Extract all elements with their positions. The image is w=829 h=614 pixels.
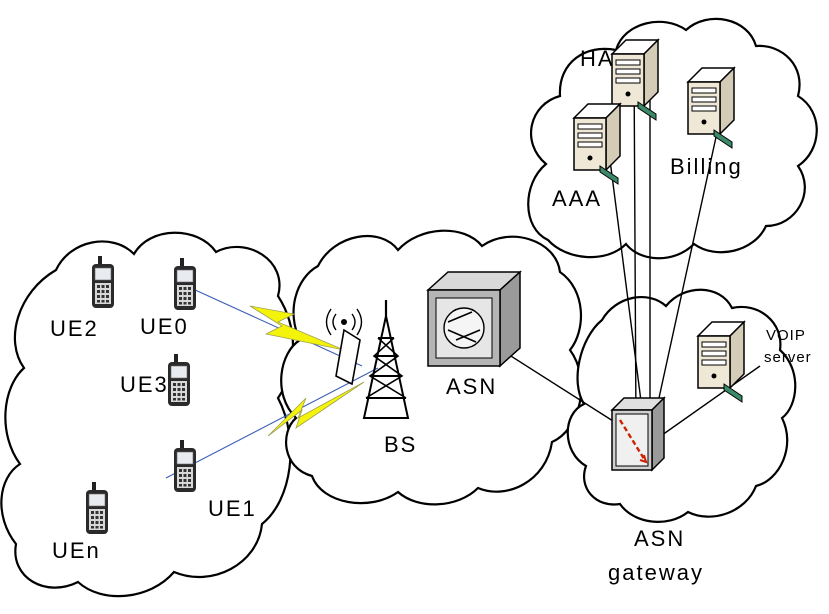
- ue0-label: UE0: [140, 314, 189, 339]
- asn-label: ASN: [446, 374, 497, 399]
- billing-label: Billing: [670, 154, 743, 179]
- bs-label: BS: [384, 432, 417, 457]
- base-station-cloud: [280, 229, 583, 506]
- radio-line-ue1: [165, 367, 379, 479]
- ue2-label: UE2: [50, 316, 99, 341]
- user-cloud: [0, 231, 295, 598]
- aaa-label: AAA: [552, 186, 602, 211]
- wireless-link-ue1-icon: [267, 381, 365, 437]
- asn-gateway-label-line1: ASN: [634, 526, 685, 551]
- ha-label: HA: [580, 46, 615, 71]
- asn-gateway-icon: [610, 396, 666, 472]
- bs-antenna-icon: [325, 308, 363, 386]
- gateway-cloud: [566, 288, 797, 523]
- cell-tower-icon: [362, 300, 410, 419]
- voip-label-line2: server: [764, 349, 812, 366]
- uen-label: UEn: [52, 538, 101, 563]
- asn-gateway-label-line2: gateway: [608, 560, 704, 585]
- voip-label-line1: VOIP: [766, 327, 806, 344]
- ue3-label: UE3: [120, 372, 169, 397]
- asn-switch-icon: [426, 270, 522, 368]
- server-network-cloud: [527, 17, 818, 260]
- ue1-label: UE1: [208, 496, 257, 521]
- radio-line-ue0: [181, 283, 363, 367]
